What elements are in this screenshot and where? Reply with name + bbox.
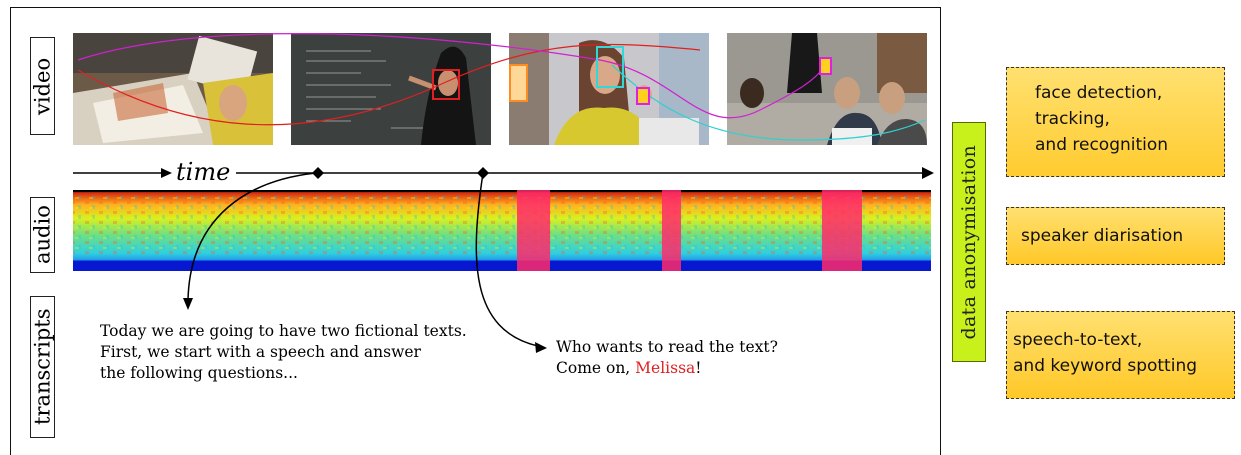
task-speaker-line: speaker diarisation bbox=[1021, 226, 1184, 246]
task-speech: speech-to-text, and keyword spotting bbox=[1006, 311, 1235, 399]
track-red bbox=[77, 43, 701, 126]
face-box-cyan bbox=[596, 46, 624, 88]
track-magenta bbox=[77, 33, 826, 119]
face-box-magenta-2 bbox=[819, 57, 832, 75]
video-frame-4 bbox=[727, 33, 927, 145]
timeline-marker-1 bbox=[312, 167, 324, 179]
video-frame-2 bbox=[291, 33, 491, 145]
data-anonymisation-bar: data anonymisation bbox=[952, 122, 986, 362]
connector-2 bbox=[475, 172, 539, 347]
task-face-line-3: and recognition bbox=[1035, 135, 1169, 155]
transcript-1-line-3: the following questions... bbox=[100, 364, 298, 382]
audio-spectrogram bbox=[73, 190, 931, 271]
track-cyan bbox=[611, 64, 926, 141]
task-speech-line-1: speech-to-text, bbox=[1013, 330, 1143, 350]
transcript-1-line-1: Today we are going to have two fictional… bbox=[100, 322, 467, 340]
face-box-orange bbox=[509, 64, 528, 102]
transcript-2-line-2: Come on, Melissa! bbox=[556, 358, 778, 379]
anonymised-segment-1 bbox=[517, 190, 550, 271]
anonymised-segment-2 bbox=[662, 190, 681, 271]
task-face-line-1: face detection, bbox=[1035, 83, 1163, 103]
transcript-2-prefix: Come on, bbox=[556, 359, 636, 377]
transcript-2-line-1: Who wants to read the text? bbox=[556, 338, 778, 356]
data-anonymisation-label: data anonymisation bbox=[958, 144, 980, 340]
task-speaker: speaker diarisation bbox=[1006, 207, 1225, 265]
face-box-magenta-1 bbox=[636, 87, 650, 105]
content-frame bbox=[10, 7, 941, 455]
connector-1 bbox=[187, 172, 317, 301]
task-face-line-2: tracking, bbox=[1035, 109, 1110, 129]
face-box-red bbox=[432, 69, 460, 100]
anonymised-name: Melissa bbox=[635, 359, 696, 377]
transcript-1: Today we are going to have two fictional… bbox=[100, 321, 467, 384]
anonymised-segment-3 bbox=[822, 190, 862, 271]
task-face: face detection, tracking, and recognitio… bbox=[1006, 67, 1225, 177]
transcript-2-suffix: ! bbox=[695, 359, 702, 377]
task-speech-line-2: and keyword spotting bbox=[1013, 356, 1198, 376]
timeline-label: time bbox=[176, 158, 231, 186]
transcript-1-line-2: First, we start with a speech and answer bbox=[100, 343, 421, 361]
timeline-arrowhead bbox=[922, 167, 934, 179]
transcript-2: Who wants to read the text? Come on, Mel… bbox=[556, 337, 778, 379]
